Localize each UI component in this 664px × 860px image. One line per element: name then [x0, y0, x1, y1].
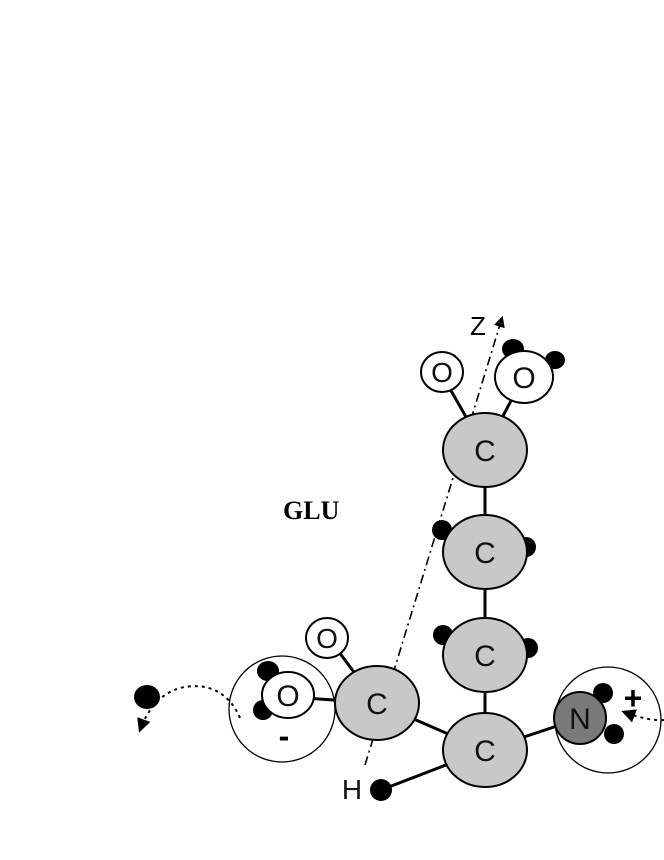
oxygen-atom-carboxyl-top: O [305, 617, 349, 659]
oxygen-atom-side-chain-left: O [420, 351, 464, 393]
negative-charge-sign: - [279, 718, 290, 754]
svg-text:O: O [431, 357, 453, 388]
carbon-atom-alpha: C [442, 712, 528, 788]
carbon-atom-upper-middle: C [442, 514, 528, 590]
svg-text:O: O [512, 362, 535, 395]
right-dotted-arrow [621, 709, 664, 723]
svg-text:C: C [474, 537, 496, 570]
svg-text:N: N [569, 703, 591, 736]
hydrogen-atom [604, 724, 624, 744]
svg-text:O: O [316, 623, 338, 654]
svg-text:O: O [276, 680, 299, 713]
svg-text:C: C [366, 688, 388, 721]
carbon-atom-carboxyl: C [334, 665, 420, 741]
bonds [288, 373, 580, 792]
carbon-atom-lower-middle: C [442, 617, 528, 693]
hydrogen-label: H [342, 774, 362, 805]
svg-text:C: C [474, 435, 496, 468]
left-dotted-arrow [137, 685, 241, 733]
hydrogen-atom [134, 685, 160, 709]
hydrogen-atom [370, 779, 392, 801]
svg-text:C: C [474, 735, 496, 768]
positive-charge-sign: + [624, 680, 643, 716]
oxygen-atom-side-chain-right: O [494, 350, 554, 404]
oxygen-atom-carboxyl-left: O [261, 671, 315, 719]
molecule-title: GLU [283, 496, 340, 525]
z-axis-label: Z [470, 311, 486, 341]
carbon-atom-top: C [442, 412, 528, 488]
nitrogen-atom: N [553, 691, 607, 745]
svg-text:C: C [474, 640, 496, 673]
